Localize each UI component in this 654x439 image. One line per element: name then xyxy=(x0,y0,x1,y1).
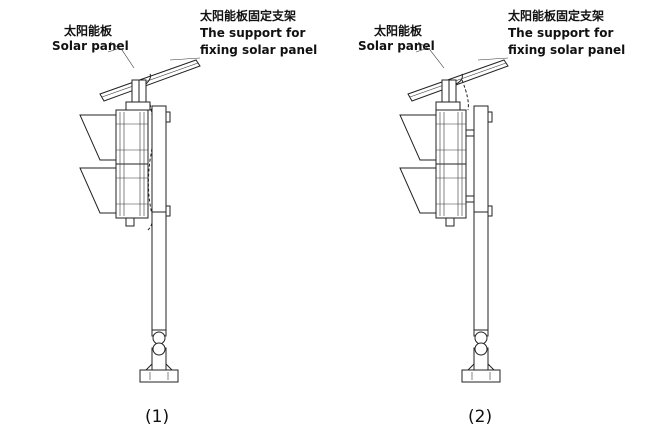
support-label-en-line2: fixing solar panel xyxy=(200,43,317,57)
solar-panel-support xyxy=(131,73,151,103)
pole-coupling xyxy=(474,331,488,356)
support-label-en-line1: The support for xyxy=(200,26,305,40)
pole-coupling xyxy=(152,331,166,356)
support-label-en-line2: fixing solar panel xyxy=(508,43,625,57)
signal-head xyxy=(399,101,467,227)
signal-head xyxy=(79,101,151,227)
pole xyxy=(465,105,493,371)
solar-panel-label-cn: 太阳能板 xyxy=(374,23,423,38)
solar-panel-support xyxy=(441,73,463,103)
support-label-cn: 太阳能板固定支架 xyxy=(508,8,604,23)
solar-panel xyxy=(99,59,201,102)
leader-lines xyxy=(415,41,509,69)
pole-base xyxy=(461,363,501,383)
solar-panel xyxy=(407,59,509,102)
cable xyxy=(461,79,469,111)
support-label-cn: 太阳能板固定支架 xyxy=(200,8,296,23)
leader-lines xyxy=(107,41,201,69)
caption-2: (2) xyxy=(468,407,492,427)
figure-2: 太阳能板 Solar panel 太阳能板固定支架 The support fo… xyxy=(358,8,625,427)
pole-base xyxy=(139,363,179,383)
figure-1: 太阳能板 Solar panel 太阳能板固定支架 The support fo… xyxy=(52,8,317,427)
solar-panel-label-en: Solar panel xyxy=(52,39,129,53)
caption-1: (1) xyxy=(145,407,169,427)
solar-panel-label-cn: 太阳能板 xyxy=(64,23,113,38)
support-label-en-line1: The support for xyxy=(508,26,613,40)
pole xyxy=(151,105,171,371)
solar-panel-label-en: Solar panel xyxy=(358,39,435,53)
